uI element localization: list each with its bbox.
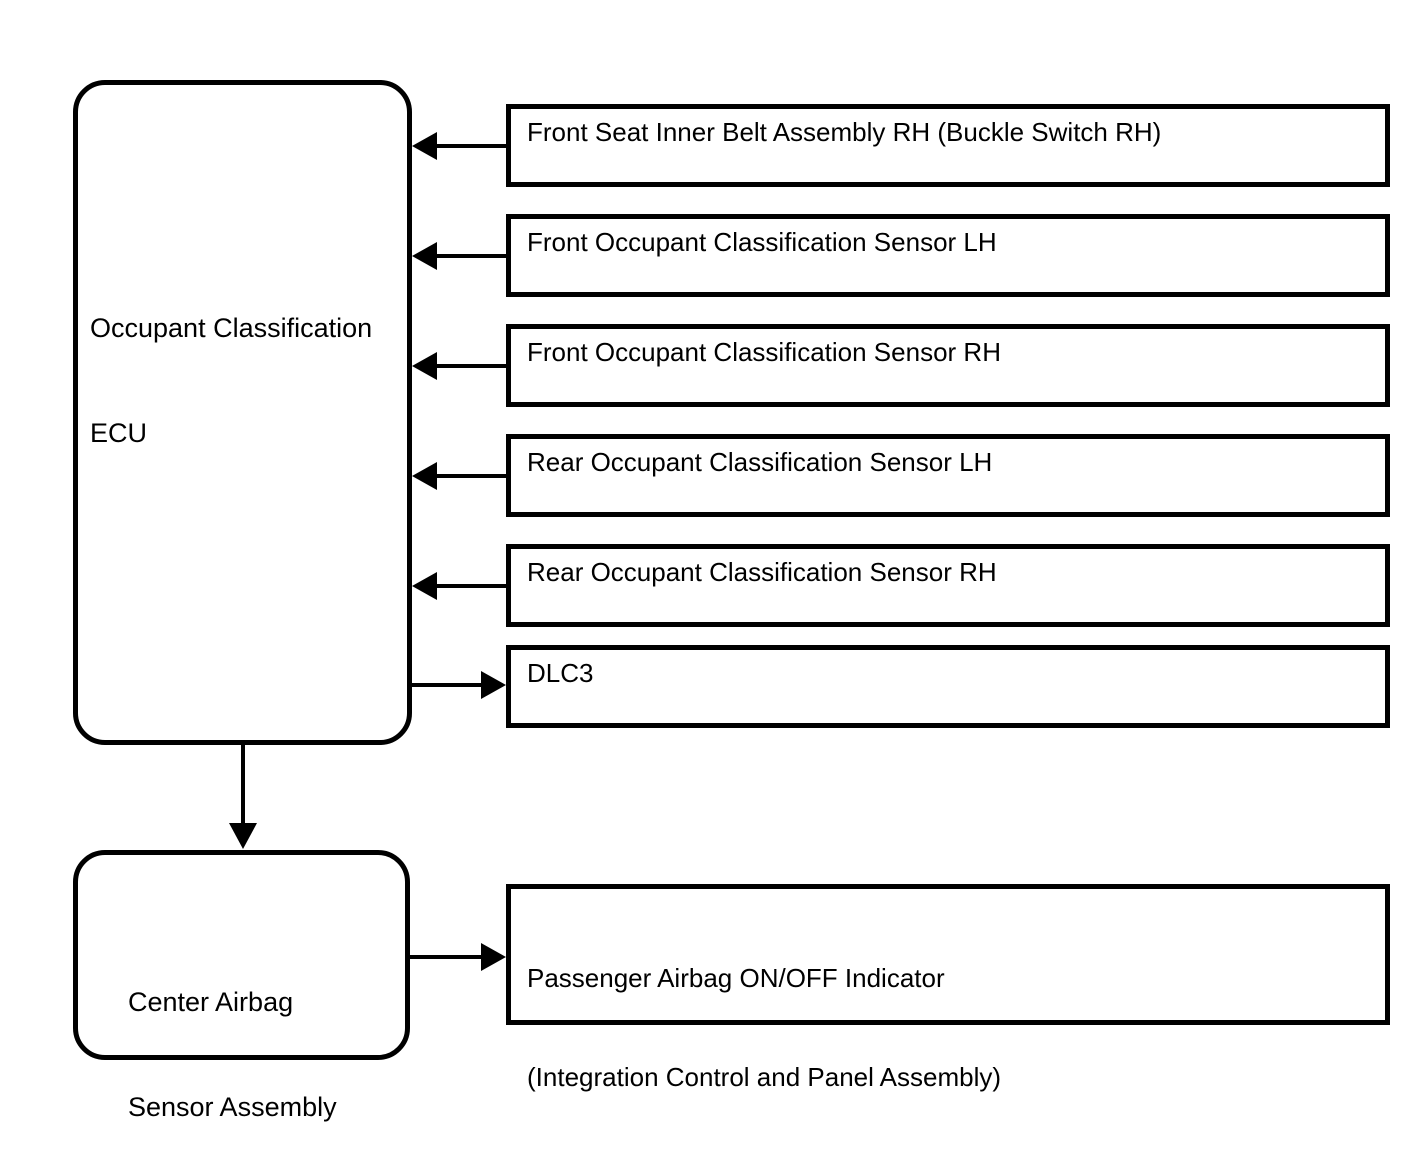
- arrow-line: [241, 745, 245, 825]
- ecu-label: Occupant Classification ECU: [90, 241, 372, 521]
- node-box-label: Rear Occupant Classification Sensor LH: [527, 447, 993, 477]
- node-box-front-occupant-sensor-rh: Front Occupant Classification Sensor RH: [506, 324, 1390, 407]
- passenger-indicator-label-line1: Passenger Airbag ON/OFF Indicator: [527, 963, 945, 993]
- center-airbag-sensor-box: Center Airbag Sensor Assembly: [73, 850, 410, 1122]
- arrowhead-left-icon: [412, 242, 437, 270]
- arrow-line: [412, 683, 484, 687]
- node-box-front-occupant-sensor-lh: Front Occupant Classification Sensor LH: [506, 214, 1390, 297]
- arrowhead-left-icon: [412, 352, 437, 380]
- arrow-line: [434, 144, 506, 148]
- node-box-rear-occupant-sensor-lh: Rear Occupant Classification Sensor LH: [506, 434, 1390, 517]
- arrowhead-left-icon: [412, 132, 437, 160]
- arrow-line: [434, 254, 506, 258]
- center-airbag-label-line2: Sensor Assembly: [128, 1092, 337, 1122]
- arrowhead-left-icon: [412, 572, 437, 600]
- arrowhead-right-icon: [481, 943, 506, 971]
- ecu-label-line2: ECU: [90, 418, 148, 448]
- passenger-indicator-label-line2: (Integration Control and Panel Assembly): [527, 1062, 1002, 1092]
- center-airbag-label: Center Airbag Sensor Assembly: [128, 915, 337, 1160]
- node-box-label: DLC3: [527, 658, 594, 688]
- arrow-line: [410, 955, 484, 959]
- ecu-box: Occupant Classification ECU: [73, 80, 412, 745]
- center-airbag-label-line1: Center Airbag: [128, 987, 294, 1017]
- arrow-line: [434, 364, 506, 368]
- arrowhead-right-icon: [481, 671, 506, 699]
- node-box-dlc3: DLC3: [506, 645, 1390, 728]
- passenger-indicator-label: Passenger Airbag ON/OFF Indicator (Integ…: [527, 896, 1001, 1160]
- arrowhead-down-icon: [229, 823, 257, 849]
- ecu-label-line1: Occupant Classification: [90, 313, 373, 343]
- node-box-label: Front Seat Inner Belt Assembly RH (Buckl…: [527, 117, 1162, 147]
- arrow-line: [434, 474, 506, 478]
- node-box-passenger-airbag-indicator: Passenger Airbag ON/OFF Indicator (Integ…: [506, 884, 1390, 1092]
- node-box-front-seat-inner-belt-rh: Front Seat Inner Belt Assembly RH (Buckl…: [506, 104, 1390, 187]
- arrow-line: [434, 584, 506, 588]
- arrowhead-left-icon: [412, 462, 437, 490]
- node-box-label: Front Occupant Classification Sensor RH: [527, 337, 1001, 367]
- node-box-label: Front Occupant Classification Sensor LH: [527, 227, 997, 257]
- node-box-label: Rear Occupant Classification Sensor RH: [527, 557, 997, 587]
- node-box-rear-occupant-sensor-rh: Rear Occupant Classification Sensor RH: [506, 544, 1390, 627]
